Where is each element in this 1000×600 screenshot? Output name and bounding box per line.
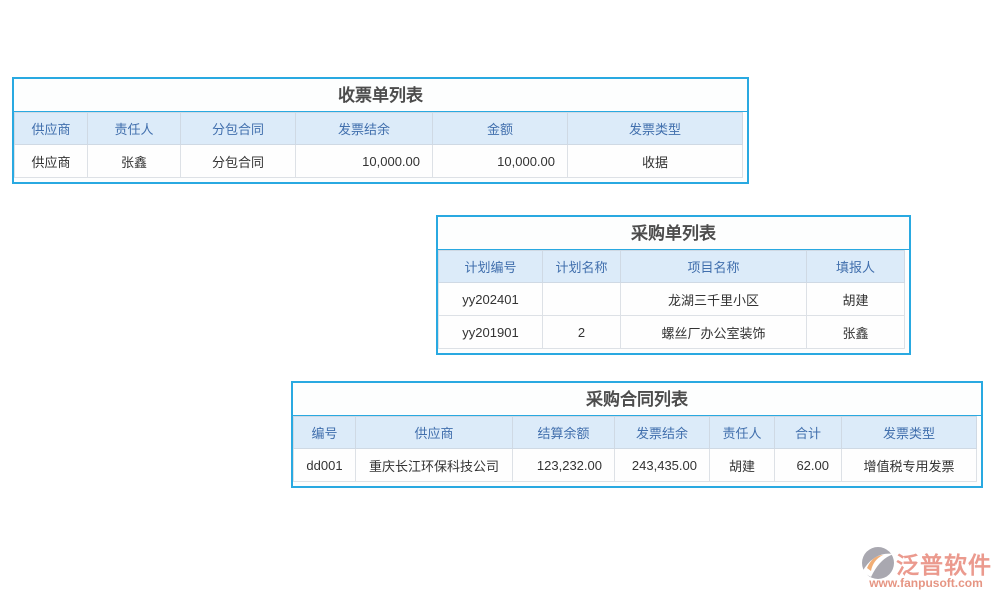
cell-plan-no: yy202401 — [438, 282, 543, 316]
purchase-contract-list-panel: 采购合同列表 编号 供应商 结算余额 发票结余 责任人 合计 发票类型 dd00… — [291, 381, 983, 488]
cell-invoice-type: 增值税专用发票 — [841, 448, 977, 482]
col-header-plan-name: 计划名称 — [542, 250, 621, 283]
col-header-total: 合计 — [774, 416, 842, 449]
purchase-order-table: 计划编号 计划名称 项目名称 填报人 yy202401 龙湖三千里小区 胡建 y… — [438, 250, 905, 349]
fanpu-logo-icon — [862, 547, 894, 579]
cell-plan-no: yy201901 — [438, 315, 543, 349]
receipt-header-row: 供应商 责任人 分包合同 发票结余 金额 发票类型 — [14, 112, 743, 145]
receipt-list-panel: 收票单列表 供应商 责任人 分包合同 发票结余 金额 发票类型 供应商 张鑫 分… — [12, 77, 749, 184]
col-header-responsible: 责任人 — [709, 416, 775, 449]
table-row[interactable]: yy202401 龙湖三千里小区 胡建 — [438, 282, 905, 316]
cell-invoice-balance: 10,000.00 — [295, 144, 433, 178]
cell-responsible: 张鑫 — [87, 144, 181, 178]
cell-settlement-balance: 123,232.00 — [512, 448, 615, 482]
purchase-header-row: 计划编号 计划名称 项目名称 填报人 — [438, 250, 905, 283]
cell-responsible: 胡建 — [709, 448, 775, 482]
cell-amount: 10,000.00 — [432, 144, 568, 178]
col-header-invoice-type: 发票类型 — [567, 112, 743, 145]
col-header-filler: 填报人 — [806, 250, 905, 283]
cell-plan-name: 2 — [542, 315, 621, 349]
cell-invoice-balance: 243,435.00 — [614, 448, 710, 482]
receipt-list-title: 收票单列表 — [14, 79, 747, 112]
purchase-contract-table: 编号 供应商 结算余额 发票结余 责任人 合计 发票类型 dd001 重庆长江环… — [293, 416, 977, 482]
cell-project-name: 龙湖三千里小区 — [620, 282, 807, 316]
cell-supplier: 供应商 — [14, 144, 88, 178]
cell-plan-name — [542, 282, 621, 316]
col-header-invoice-balance: 发票结余 — [614, 416, 710, 449]
purchase-order-list-panel: 采购单列表 计划编号 计划名称 项目名称 填报人 yy202401 龙湖三千里小… — [436, 215, 911, 355]
col-header-supplier: 供应商 — [355, 416, 513, 449]
cell-filler: 张鑫 — [806, 315, 905, 349]
contract-header-row: 编号 供应商 结算余额 发票结余 责任人 合计 发票类型 — [293, 416, 977, 449]
cell-project-name: 螺丝厂办公室装饰 — [620, 315, 807, 349]
cell-subcontract: 分包合同 — [180, 144, 296, 178]
cell-total: 62.00 — [774, 448, 842, 482]
col-header-subcontract: 分包合同 — [180, 112, 296, 145]
col-header-settlement-balance: 结算余额 — [512, 416, 615, 449]
cell-supplier: 重庆长江环保科技公司 — [355, 448, 513, 482]
col-header-amount: 金额 — [432, 112, 568, 145]
col-header-responsible: 责任人 — [87, 112, 181, 145]
col-header-invoice-type: 发票类型 — [841, 416, 977, 449]
table-row[interactable]: dd001 重庆长江环保科技公司 123,232.00 243,435.00 胡… — [293, 448, 977, 482]
col-header-invoice-balance: 发票结余 — [295, 112, 433, 145]
cell-number: dd001 — [293, 448, 356, 482]
col-header-supplier: 供应商 — [14, 112, 88, 145]
vendor-url-text: www.fanpusoft.com — [869, 576, 983, 590]
cell-filler: 胡建 — [806, 282, 905, 316]
receipt-table: 供应商 责任人 分包合同 发票结余 金额 发票类型 供应商 张鑫 分包合同 10… — [14, 112, 743, 178]
vendor-watermark: 泛普软件 www.fanpusoft.com — [860, 545, 992, 590]
purchase-contract-list-title: 采购合同列表 — [293, 383, 981, 416]
purchase-order-list-title: 采购单列表 — [438, 217, 909, 250]
table-row[interactable]: 供应商 张鑫 分包合同 10,000.00 10,000.00 收据 — [14, 144, 743, 178]
col-header-project-name: 项目名称 — [620, 250, 807, 283]
cell-invoice-type: 收据 — [567, 144, 743, 178]
table-row[interactable]: yy201901 2 螺丝厂办公室装饰 张鑫 — [438, 315, 905, 349]
col-header-number: 编号 — [293, 416, 356, 449]
col-header-plan-no: 计划编号 — [438, 250, 543, 283]
vendor-brand-text: 泛普软件 — [896, 552, 992, 578]
